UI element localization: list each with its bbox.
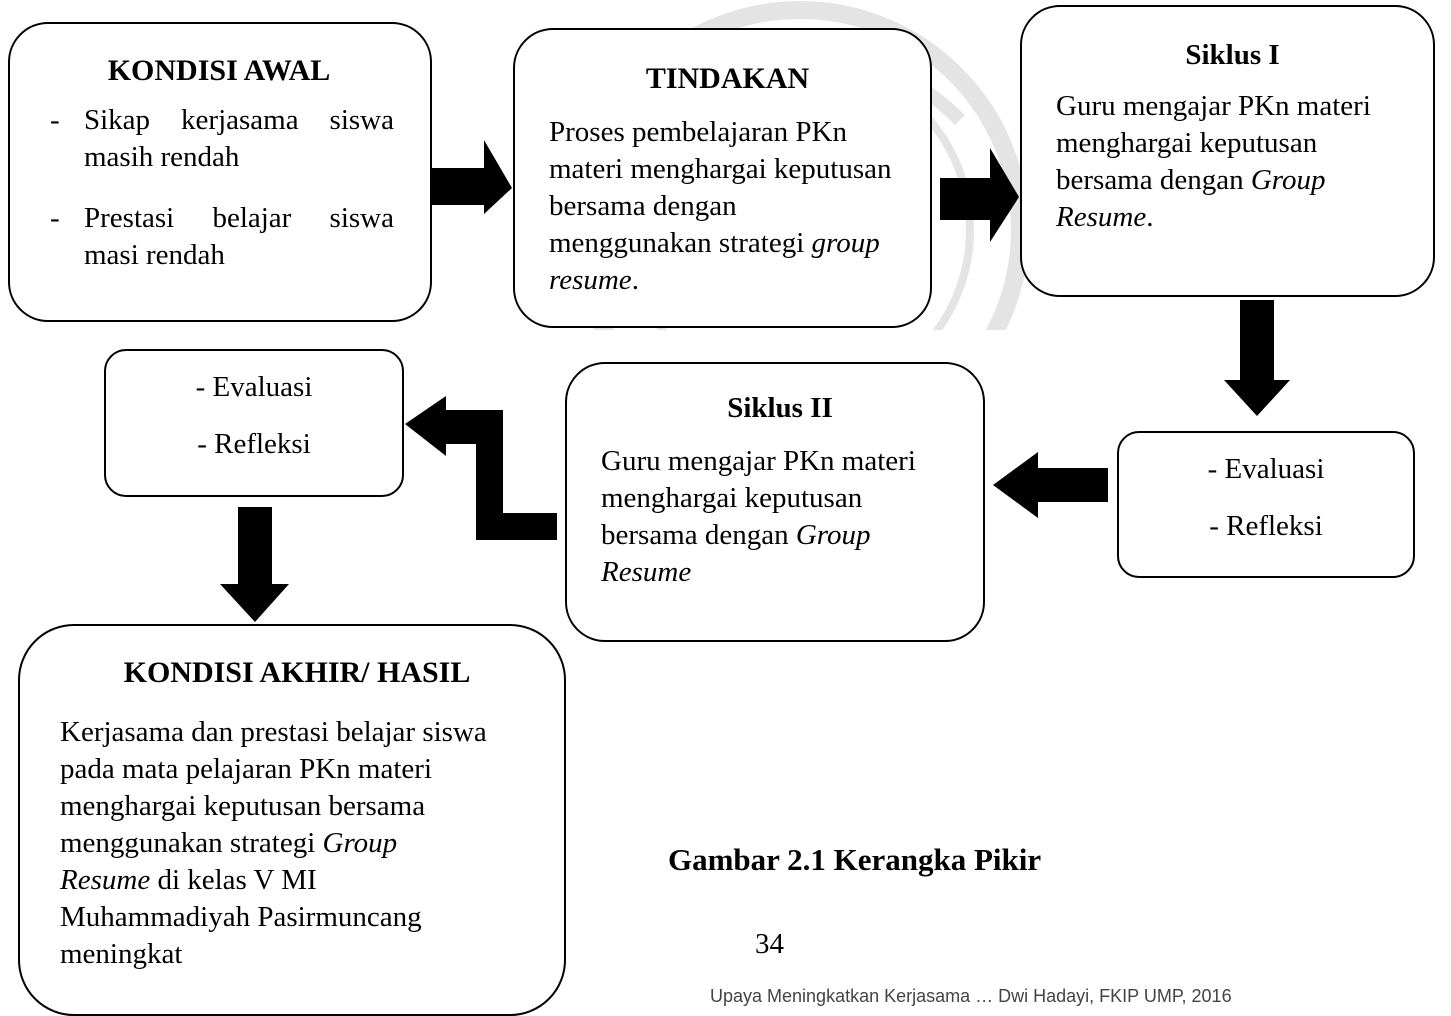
kondisi-awal-item: - Prestasi belajar siswa masi rendah	[50, 202, 394, 271]
tindakan-title: TINDAKAN	[645, 62, 810, 95]
arrow-right-icon	[940, 148, 1019, 242]
refleksi-label: - Refleksi	[1209, 510, 1323, 542]
arrow-down-icon	[1224, 300, 1290, 416]
page-number: 34	[755, 928, 784, 960]
siklus-1-text: Guru mengajar PKn materi menghargai kepu…	[1056, 90, 1371, 233]
kondisi-awal-title: KONDISI AWAL	[107, 54, 331, 87]
figure-caption: Gambar 2.1 Kerangka Pikir	[668, 842, 1042, 877]
siklus-2-text: Guru mengajar PKn materi menghargai kepu…	[601, 445, 916, 588]
refleksi-label: - Refleksi	[197, 428, 311, 460]
tindakan-box: TINDAKAN Proses pembelajaran PKn materi …	[513, 28, 932, 328]
elbow-arrow-icon	[405, 396, 557, 540]
evaluasi-label: - Evaluasi	[195, 371, 313, 403]
siklus-2-title: Siklus II	[727, 392, 833, 424]
arrow-right-icon	[432, 140, 512, 214]
evaluasi-label: - Evaluasi	[1207, 453, 1325, 485]
page-footer: Upaya Meningkatkan Kerjasama … Dwi Haday…	[710, 986, 1232, 1006]
kondisi-akhir-text: Kerjasama dan prestasi belajar siswa pad…	[60, 716, 487, 970]
tindakan-text: Proses pembelajaran PKn materi mengharga…	[549, 116, 892, 296]
evaluasi-refleksi-right-box: - Evaluasi - Refleksi	[1117, 431, 1415, 578]
arrow-down-icon	[220, 507, 289, 622]
evaluasi-refleksi-left-box: - Evaluasi - Refleksi	[104, 349, 404, 497]
kondisi-awal-box: KONDISI AWAL - Sikap kerjasama siswa mas…	[8, 22, 432, 322]
kondisi-akhir-title: KONDISI AKHIR/ HASIL	[123, 656, 471, 689]
kondisi-akhir-box: KONDISI AKHIR/ HASIL Kerjasama dan prest…	[18, 624, 566, 1016]
siklus-1-box: Siklus I Guru mengajar PKn materi mengha…	[1020, 5, 1435, 297]
arrow-left-icon	[993, 452, 1108, 518]
kondisi-awal-item: - Sikap kerjasama siswa masih rendah	[50, 104, 394, 173]
siklus-1-title: Siklus I	[1185, 39, 1280, 71]
siklus-2-box: Siklus II Guru mengajar PKn materi mengh…	[565, 362, 985, 642]
